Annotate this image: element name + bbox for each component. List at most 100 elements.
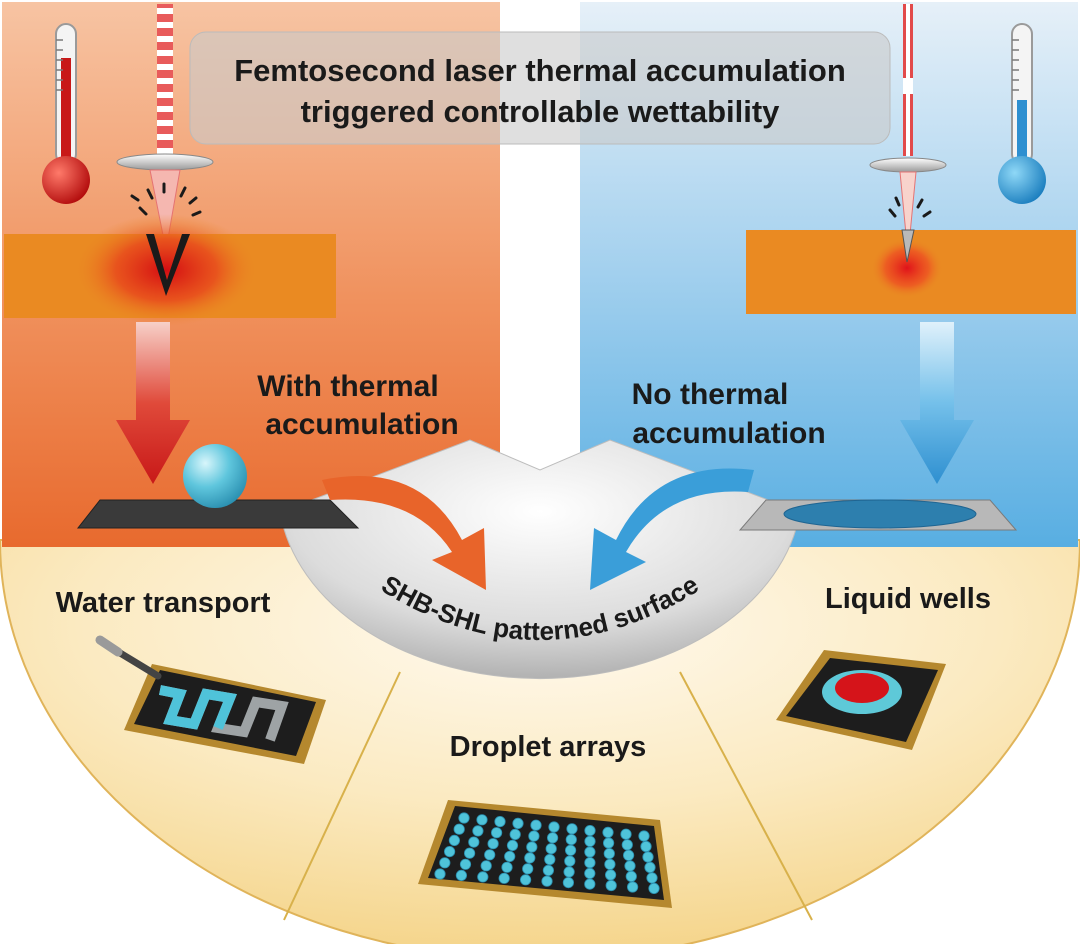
array-droplet: [605, 879, 617, 892]
array-droplet: [504, 850, 516, 863]
array-droplet: [604, 869, 617, 881]
array-droplet: [584, 824, 596, 837]
array-droplet: [646, 872, 658, 884]
array-droplet: [544, 853, 556, 866]
array-droplet: [584, 878, 596, 890]
array-droplet: [541, 875, 553, 887]
title-line-1: Femtosecond laser thermal accumulation: [234, 53, 846, 88]
array-droplet: [640, 840, 652, 853]
array-droplet: [622, 849, 635, 861]
water-transport-device: [95, 635, 326, 764]
with-thermal-label-2: accumulation: [265, 408, 458, 441]
array-droplet: [501, 861, 513, 873]
array-droplet: [463, 847, 476, 859]
array-droplet: [524, 852, 536, 864]
laser-beam-left: [157, 4, 173, 159]
array-droplet: [621, 839, 633, 851]
array-droplet: [487, 838, 499, 850]
array-droplet: [468, 836, 480, 848]
focusing-lens-right: [869, 157, 947, 173]
ablation-crater-right: [901, 229, 915, 263]
array-droplet: [476, 814, 488, 826]
array-droplet: [602, 826, 614, 839]
heat-zone-large: [74, 214, 258, 326]
array-droplet: [498, 872, 510, 884]
curved-arrow-blue: [590, 468, 754, 590]
ablation-debris-left: [130, 182, 202, 217]
array-droplet: [512, 817, 524, 830]
laser-focus-left: [149, 169, 181, 251]
array-droplet: [603, 847, 615, 860]
spherical-droplet: [183, 444, 247, 508]
array-droplet: [566, 823, 578, 835]
fan-divider-left: [283, 671, 401, 921]
array-droplet: [522, 863, 534, 875]
array-droplet: [434, 868, 446, 880]
title-line-2: triggered controllable wettability: [301, 94, 781, 129]
array-droplet: [506, 839, 519, 852]
array-droplet: [584, 835, 596, 847]
title-box: [189, 31, 891, 145]
array-droplet: [455, 869, 467, 882]
array-droplet: [642, 851, 654, 863]
fan-divider-right: [679, 671, 813, 921]
laser-focus-right: [899, 171, 917, 256]
array-droplet: [563, 866, 575, 878]
no-thermal-label-2: accumulation: [632, 417, 825, 450]
array-droplet: [472, 825, 484, 837]
liquid-wells-device: [776, 650, 946, 750]
array-droplet: [458, 812, 470, 824]
droplet-arrays-device: [418, 800, 672, 908]
array-droplet: [565, 833, 577, 846]
droplet-arrays-label: Droplet arrays: [450, 731, 647, 763]
thermometer-hot-icon: [42, 23, 90, 204]
array-droplet: [459, 858, 472, 870]
array-droplet: [620, 828, 632, 840]
array-droplet: [625, 870, 637, 883]
curved-arrow-orange: [322, 476, 486, 590]
laser-beam-right: [903, 4, 913, 156]
with-thermal-label-1: With thermal: [257, 370, 438, 403]
array-droplet: [490, 827, 503, 839]
array-droplet: [519, 874, 532, 886]
heat-zone-small: [871, 238, 943, 298]
array-droplet: [480, 860, 492, 872]
array-droplet: [644, 861, 656, 874]
array-droplet: [526, 841, 538, 853]
array-droplet: [624, 860, 636, 872]
array-droplet: [545, 843, 557, 855]
array-droplet: [494, 815, 506, 828]
focusing-lens-left: [116, 153, 214, 171]
array-droplet: [564, 844, 577, 856]
array-droplet: [443, 845, 456, 858]
array-droplet: [509, 828, 521, 841]
array-droplet: [604, 858, 616, 870]
array-droplet: [564, 855, 576, 867]
array-droplet: [626, 881, 639, 893]
array-droplet: [584, 867, 596, 880]
array-droplet: [542, 864, 555, 877]
spread-water-film: [783, 499, 977, 529]
liquid-wells-label: Liquid wells: [825, 583, 991, 615]
array-droplet: [584, 846, 596, 858]
down-arrow-left: [116, 322, 190, 484]
ablation-crater-left: [146, 234, 190, 296]
down-arrow-right: [900, 322, 974, 484]
array-droplet: [638, 830, 650, 842]
array-droplet: [584, 857, 596, 869]
array-droplet: [484, 849, 496, 861]
water-transport-label: Water transport: [56, 587, 271, 619]
array-droplet: [439, 857, 451, 869]
array-droplet: [477, 871, 489, 883]
array-droplet: [648, 882, 660, 895]
array-droplet: [448, 834, 460, 847]
array-droplet: [546, 832, 559, 844]
array-droplet: [530, 819, 542, 831]
array-droplet: [528, 830, 540, 842]
thermometer-cold-icon: [998, 23, 1046, 204]
array-droplet: [602, 837, 615, 849]
ablation-debris-right: [888, 196, 932, 218]
application-fan: [0, 539, 1080, 944]
array-droplet: [453, 823, 465, 835]
